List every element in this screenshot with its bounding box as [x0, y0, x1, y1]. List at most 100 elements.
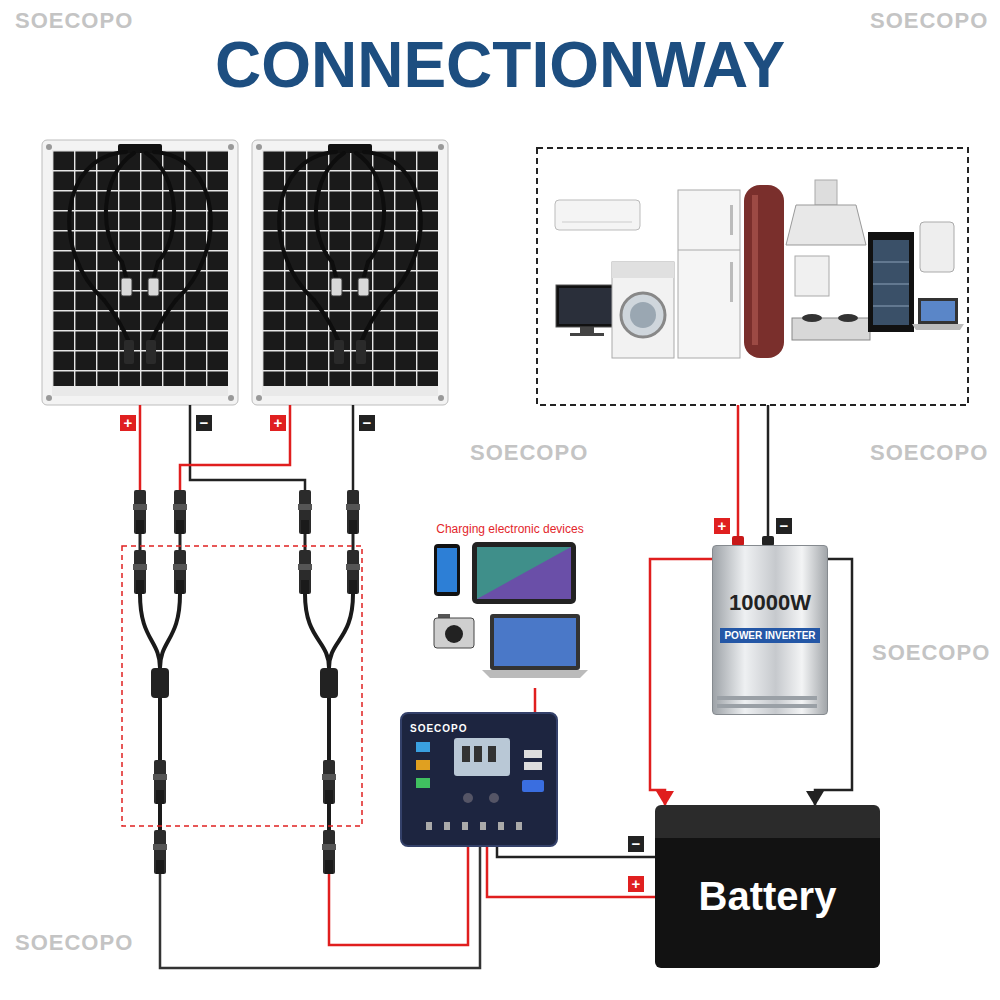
art-rect [612, 262, 674, 358]
art-circle [463, 793, 473, 803]
art-rect [717, 704, 817, 708]
art-rect [524, 750, 542, 758]
art-rect [494, 618, 576, 666]
art-rect [437, 548, 457, 592]
art-circle [489, 793, 499, 803]
polarity-sign: + [628, 876, 644, 892]
node-text: SOECOPO [410, 723, 468, 734]
art-path [140, 594, 160, 668]
art-rect [444, 822, 450, 830]
polarity-sign: − [196, 415, 212, 431]
art-use [346, 550, 360, 594]
polarity-sign: + [270, 415, 286, 431]
art-rect [730, 262, 733, 302]
polarity-sign: − [776, 518, 792, 534]
art-circle [630, 302, 656, 328]
art-path [139, 405, 142, 490]
art-g [140, 405, 353, 490]
art-rect [122, 546, 362, 826]
art-rect [151, 668, 169, 698]
art-rect [795, 256, 829, 296]
art-use [173, 490, 187, 534]
battery-box: Battery [655, 805, 880, 968]
art-path [329, 846, 468, 945]
art-polygon [477, 547, 571, 599]
art-rect [815, 180, 837, 205]
art-rect [462, 822, 468, 830]
art-rect [416, 760, 430, 770]
art-rect [612, 262, 674, 278]
wire-connector [534, 688, 537, 712]
art-rect [792, 318, 870, 340]
art-ellipse [802, 314, 822, 322]
art-rect [717, 696, 817, 700]
art-path [190, 405, 305, 490]
art-rect [320, 668, 338, 698]
art-use [133, 550, 147, 594]
node-text: Battery [699, 874, 837, 919]
art-rect [434, 618, 474, 648]
art-rect [580, 327, 594, 333]
art-rect [477, 547, 571, 599]
art-rect [744, 185, 784, 358]
art-use [322, 760, 336, 804]
device-group: Charging electronic devices [428, 518, 592, 688]
art-path [737, 405, 740, 537]
art-rect [678, 190, 740, 358]
art-use [322, 830, 336, 874]
art-rect [516, 822, 522, 830]
art-path [767, 405, 770, 537]
art-path [352, 405, 355, 490]
art-rect [555, 200, 640, 230]
charge-controller: SOECOPO [400, 712, 558, 847]
art-rect [522, 780, 544, 792]
art-circle [621, 293, 665, 337]
art-path [678, 250, 740, 251]
art-rect [480, 822, 486, 830]
art-use [153, 830, 167, 874]
art-path [304, 534, 307, 550]
art-path [352, 534, 355, 550]
watermark: SOECOPO [470, 440, 588, 466]
art-path [562, 222, 632, 223]
art-rect [462, 746, 470, 762]
wire-connector [650, 559, 712, 805]
polarity-sign: + [120, 415, 136, 431]
art-path [160, 594, 180, 668]
art-rect [559, 288, 615, 324]
art-path [180, 405, 290, 490]
art-rect [474, 746, 482, 762]
node-text: POWER INVERTER [720, 628, 819, 643]
wire-connector [487, 847, 655, 897]
art-rect [920, 222, 954, 272]
art-path [305, 594, 329, 668]
watermark: SOECOPO [870, 440, 988, 466]
art-path [873, 262, 909, 306]
art-path [329, 594, 353, 668]
art-rect [416, 778, 430, 788]
art-rect [921, 301, 955, 321]
art-path [179, 534, 182, 550]
art-use [173, 550, 187, 594]
art-polygon [786, 205, 866, 245]
watermark: SOECOPO [872, 640, 990, 666]
node-artwork [428, 518, 592, 688]
art-path [139, 534, 142, 550]
art-rect [498, 822, 504, 830]
watermark: SOECOPO [870, 8, 988, 34]
art-use [153, 760, 167, 804]
art-rect [556, 285, 618, 327]
art-rect [868, 232, 914, 332]
art-rect [918, 298, 958, 324]
diagram-title: CONNECTIONWAY [0, 28, 1000, 102]
art-use [42, 140, 238, 405]
art-rect [537, 148, 968, 405]
node-text: 10000W [729, 590, 811, 616]
art-ellipse [838, 314, 858, 322]
watermark: SOECOPO [15, 930, 133, 956]
art-rect [454, 738, 510, 776]
node-artwork [402, 714, 560, 849]
art-path [160, 846, 480, 968]
